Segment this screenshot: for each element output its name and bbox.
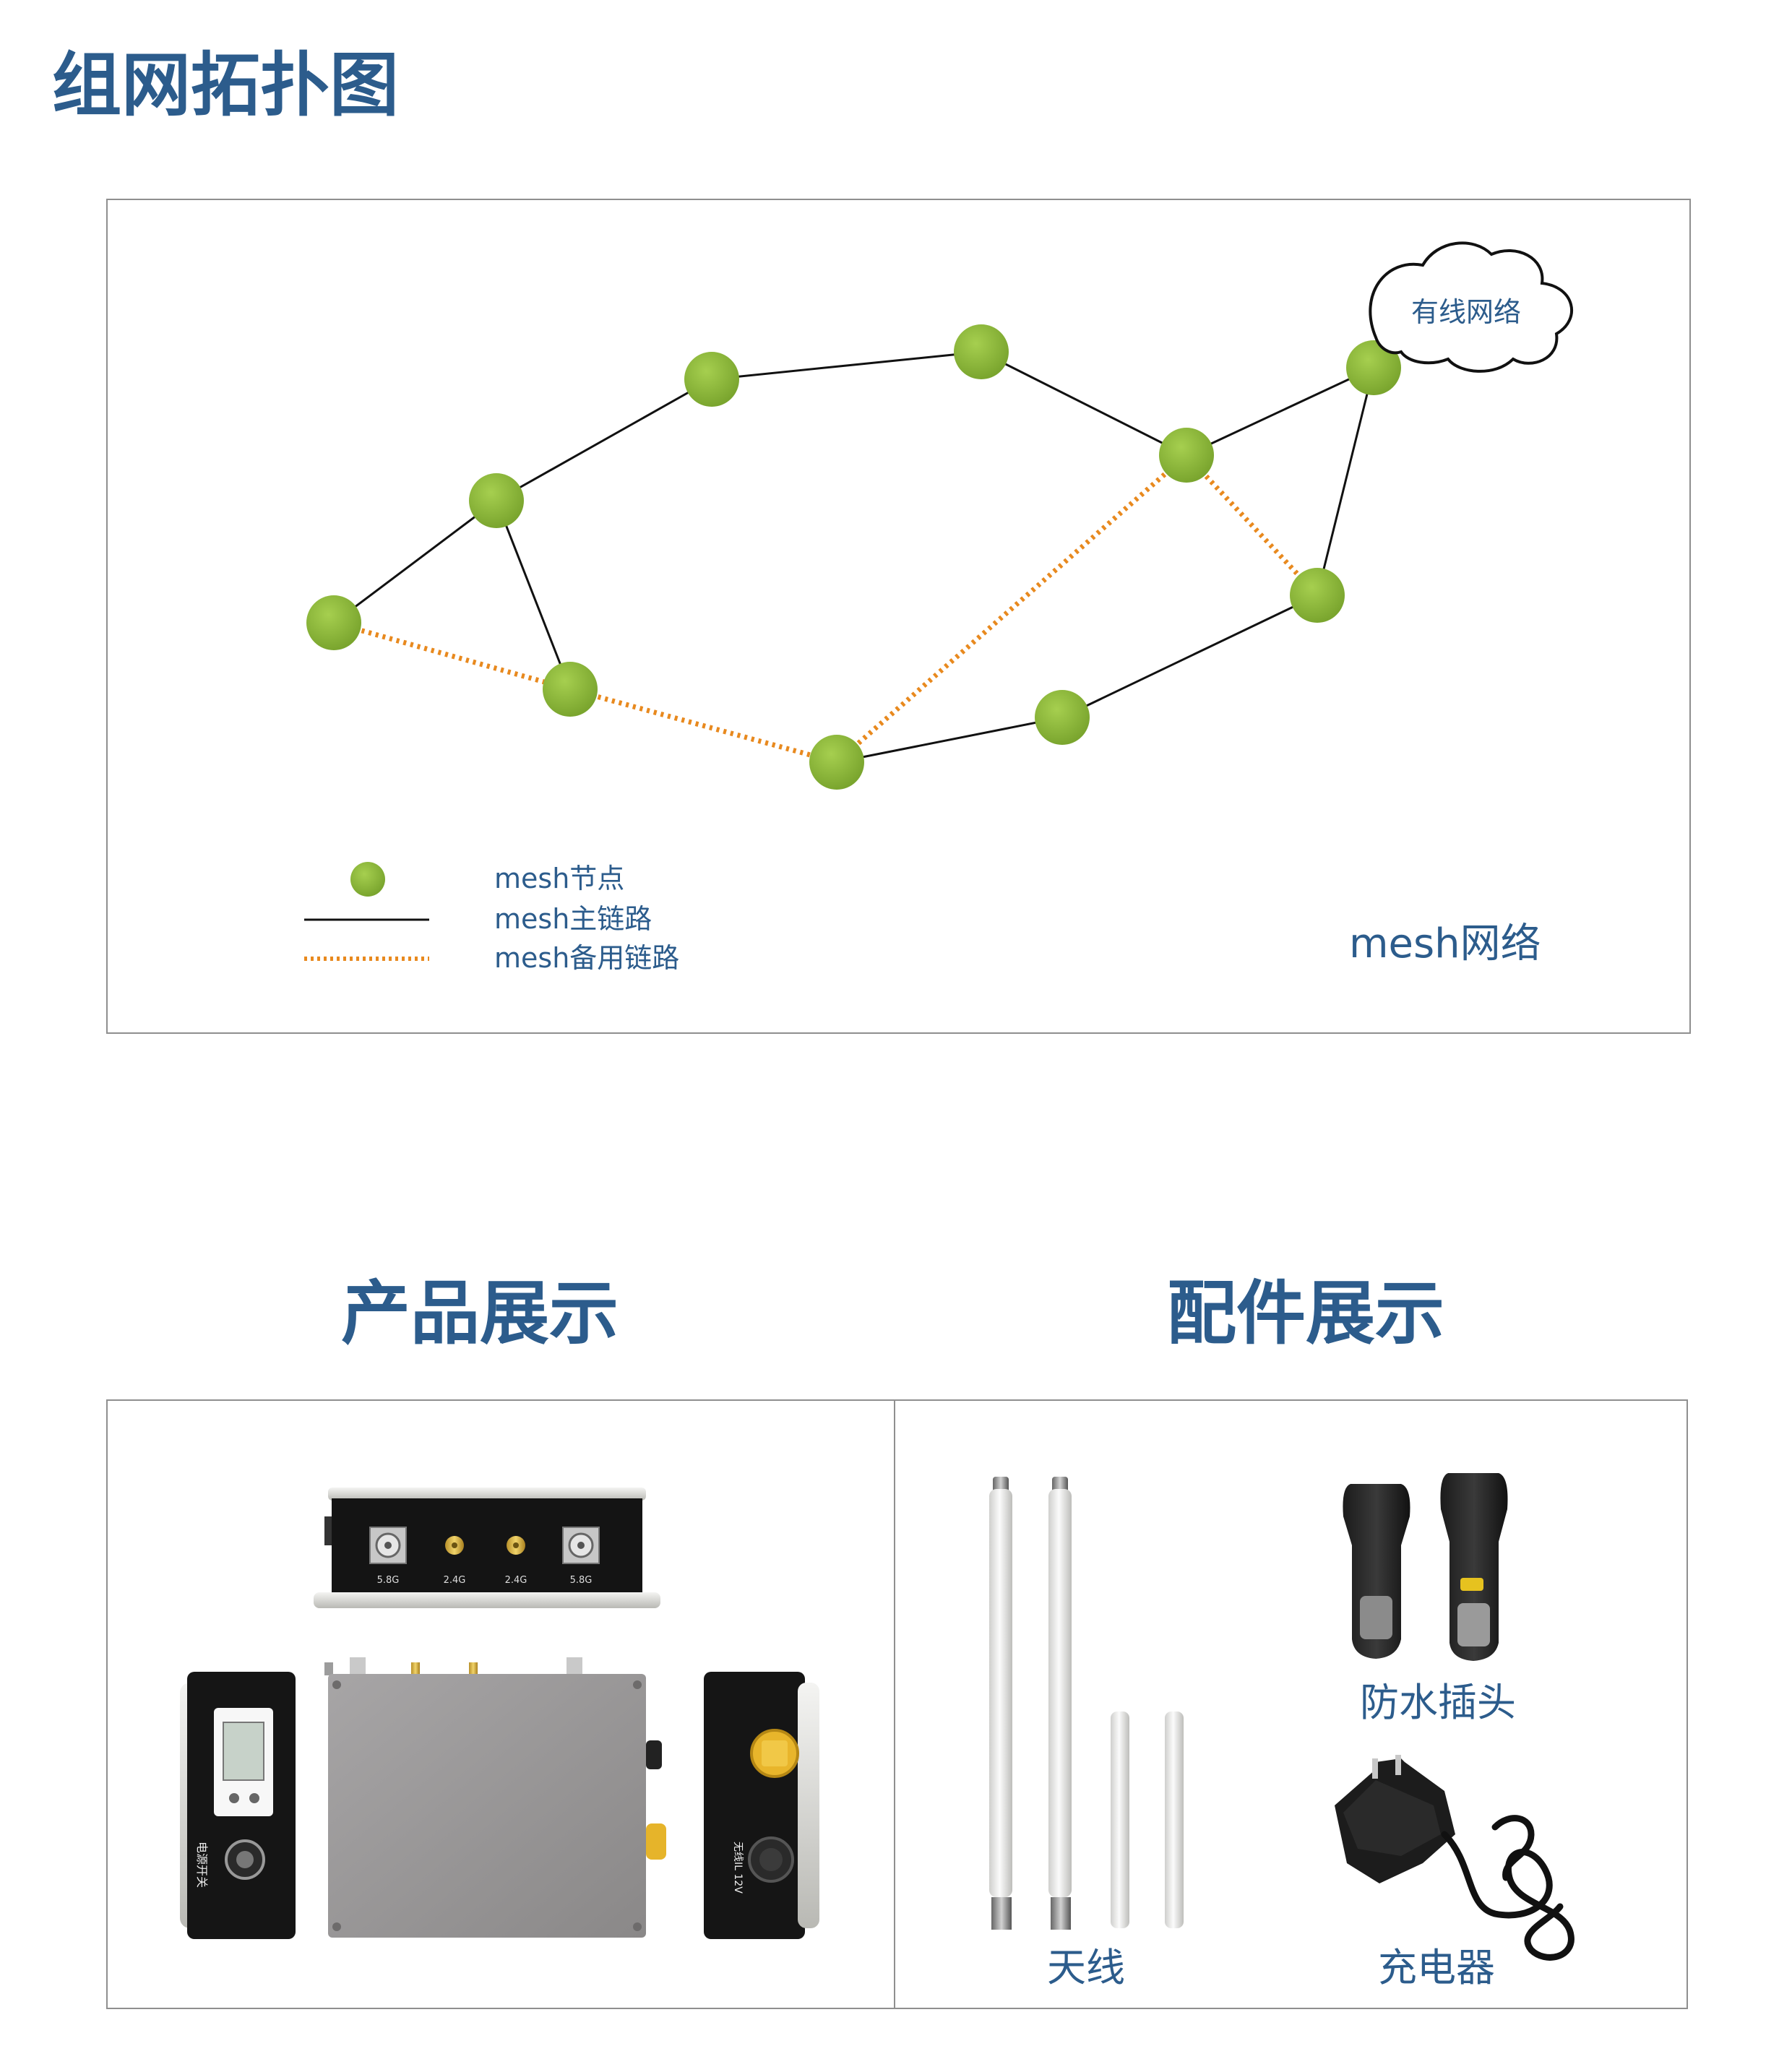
mesh-node (1290, 568, 1345, 623)
topology-diagram: 有线网络 mesh节点 mesh主链路 mesh备用链路 mesh网络 (304, 241, 1574, 974)
backup-link (1184, 453, 1319, 597)
mesh-network-label: mesh网络 (1349, 920, 1541, 967)
links-layer (333, 350, 1375, 765)
wired-network-cloud: 有线网络 (1369, 241, 1574, 373)
device-left-side-view: 电源开关 (180, 1672, 296, 1939)
product-photos: 5.8G 2.4G 2.4G 5.8G 电源开关 (180, 1488, 819, 1939)
mesh-node (1035, 690, 1090, 745)
legend-backup-link-label: mesh备用链路 (494, 942, 679, 974)
legend-node-label: mesh节点 (494, 863, 624, 894)
mesh-node (1346, 340, 1401, 395)
port-2-4g-left (445, 1536, 464, 1555)
backup-link (835, 453, 1189, 764)
main-link (333, 499, 497, 624)
mesh-node (684, 352, 739, 407)
legend: mesh节点 mesh主链路 mesh备用链路 (304, 862, 679, 974)
port-label-4: 5.8G (570, 1575, 593, 1586)
port-5-8g-left (369, 1527, 407, 1564)
main-link (1186, 366, 1374, 457)
legend-node-symbol (350, 862, 385, 897)
antenna-photo (989, 1477, 1184, 1930)
cloud-label: 有线网络 (1411, 296, 1521, 328)
mesh-node (954, 324, 1009, 379)
mesh-node (306, 595, 361, 650)
mesh-node (469, 473, 524, 528)
backup-link (333, 620, 571, 692)
waterproof-plug-caption: 防水插头 (1360, 1680, 1516, 1725)
device-top-view (324, 1657, 666, 1938)
products-title: 产品展示 (341, 1273, 619, 1354)
accessories-title: 配件展示 (1167, 1273, 1444, 1354)
port-5-8g-right (562, 1527, 600, 1564)
port-label-2: 2.4G (444, 1575, 466, 1586)
mesh-node (543, 662, 598, 717)
waterproof-plug-photo (1343, 1473, 1508, 1661)
device-right-side-view: 无线IL 12V (704, 1672, 819, 1939)
legend-main-link-label: mesh主链路 (494, 903, 652, 935)
accessories-panel: 天线 防水插头 充电器 (894, 1399, 1688, 2009)
main-link (495, 500, 572, 690)
antenna-caption: 天线 (1047, 1945, 1125, 1990)
main-link (1061, 594, 1318, 719)
port-2-4g-right (507, 1536, 525, 1555)
products-panel: 5.8G 2.4G 2.4G 5.8G 电源开关 (106, 1399, 895, 2009)
charger-caption: 充电器 (1378, 1945, 1495, 1990)
accessory-photos (989, 1473, 1575, 1961)
main-link (1316, 367, 1375, 596)
mesh-node (809, 735, 864, 790)
topology-title: 组网拓扑图 (52, 45, 399, 126)
main-link (836, 716, 1063, 764)
device-front-view: 5.8G 2.4G 2.4G 5.8G (314, 1488, 660, 1608)
main-link (496, 378, 712, 502)
main-link (711, 350, 982, 381)
nodes-layer (306, 324, 1401, 790)
port-label-3: 2.4G (505, 1575, 527, 1586)
port-label-1: 5.8G (377, 1575, 400, 1586)
power-switch-label: 电源开关 (195, 1842, 209, 1888)
charger-photo (1335, 1755, 1575, 1961)
wireless-12v-label: 无线IL 12V (732, 1842, 744, 1894)
backup-link (569, 686, 837, 765)
topology-panel: 有线网络 mesh节点 mesh主链路 mesh备用链路 mesh网络 (106, 199, 1691, 1034)
main-link (981, 350, 1187, 457)
mesh-node (1159, 428, 1214, 483)
